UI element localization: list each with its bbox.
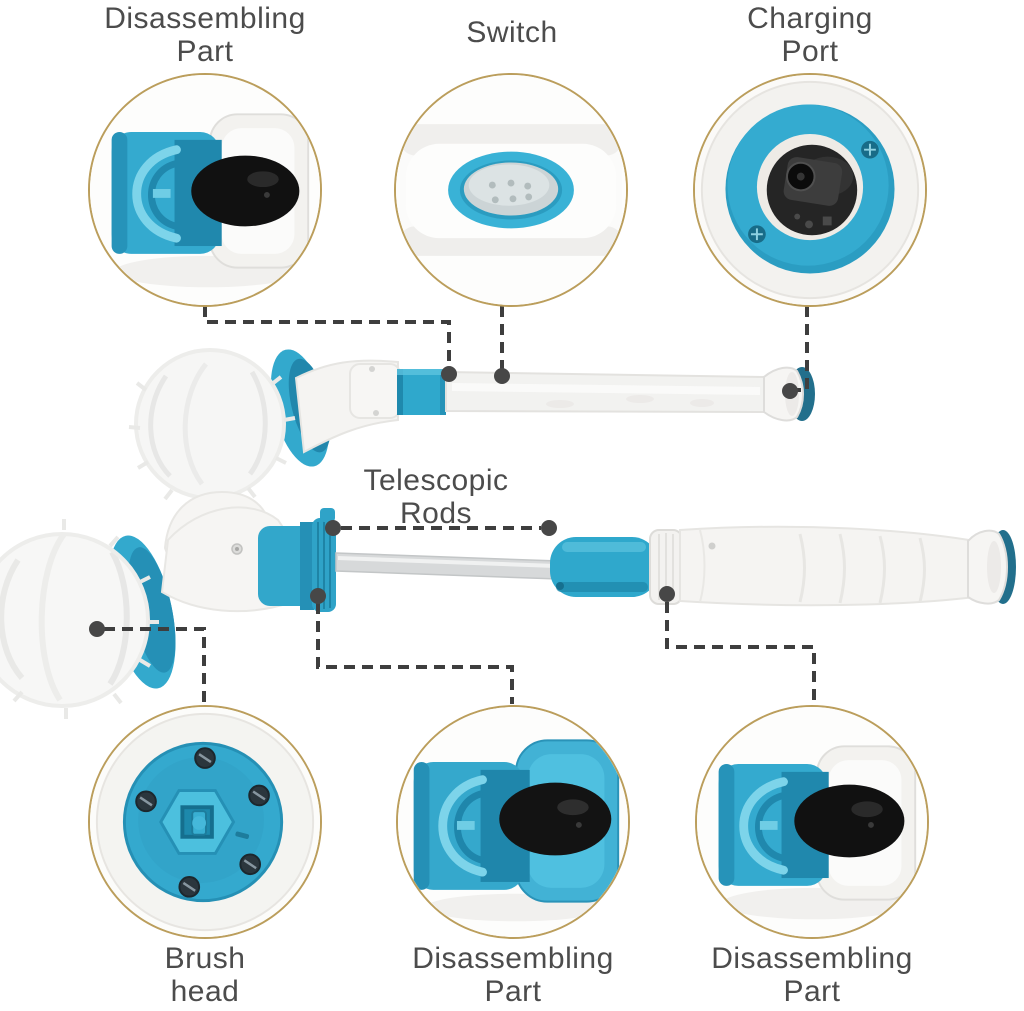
label-line: Brush [164, 942, 246, 975]
label-brush-head: Brush head [165, 942, 246, 1008]
disassembling-part-photo [90, 75, 320, 305]
rod-lock-sleeve [550, 537, 658, 597]
label-line: Disassembling [412, 942, 614, 975]
product-photo-compact [128, 348, 815, 511]
label-line: Charging [747, 2, 873, 35]
label-disassembling-part-top: Disassembling Part [104, 2, 306, 68]
telescopic-metal-rod [335, 552, 559, 580]
label-disassembling-part-bottom-right: Disassembling Part [711, 942, 913, 1008]
product-photo-extended [0, 490, 1016, 719]
label-charging-port: Charging Port [747, 2, 873, 68]
callout-disassembling-part-bottom-center [396, 705, 630, 939]
charging-port-photo [695, 75, 925, 305]
brush-head-photo [90, 707, 320, 937]
disassembling-part-photo [697, 707, 927, 937]
leader-dot [494, 368, 510, 384]
leader-disassembling-top-left [203, 306, 451, 368]
callout-charging-port [693, 73, 927, 307]
label-line: Disassembling [104, 2, 306, 35]
brush-bristles-large [0, 519, 159, 719]
leader-dot [89, 621, 105, 637]
leader-dot [541, 520, 557, 536]
leader-dot [325, 520, 341, 536]
callout-disassembling-part-bottom-right [695, 705, 929, 939]
callout-disassembling-part-top [88, 73, 322, 307]
label-line: Telescopic [363, 464, 509, 497]
label-disassembling-part-bottom-center: Disassembling Part [412, 942, 614, 1008]
leader-dot [310, 588, 326, 604]
label-line: head [170, 975, 240, 1008]
label-line: Part [176, 35, 234, 68]
label-line: Switch [466, 16, 558, 49]
label-line: Disassembling [711, 942, 913, 975]
leader-charging-port [796, 306, 809, 392]
label-line: Rods [399, 497, 473, 530]
label-line: Part [783, 975, 841, 1008]
neck-joint [349, 363, 401, 419]
leader-disassembling-bottom-center [316, 603, 514, 704]
leader-brush-head [104, 627, 206, 704]
charging-end-cap-extended [967, 529, 1016, 605]
label-telescopic-rods: Telescopic Rods [363, 464, 508, 530]
grip-handle [679, 525, 976, 607]
switch-photo [396, 75, 626, 305]
release-collar-teal-band [397, 369, 446, 415]
label-switch: Switch [466, 16, 557, 49]
leader-disassembling-bottom-right [665, 602, 816, 704]
label-line: Part [484, 975, 542, 1008]
leader-dot [441, 366, 457, 382]
callout-switch [394, 73, 628, 307]
disassembling-part-teal-photo [398, 707, 628, 937]
leader-dot [659, 586, 675, 602]
callout-brush-head [88, 705, 322, 939]
label-line: Port [781, 35, 839, 68]
rod-clamp-collar [258, 508, 336, 612]
short-handle-rod [445, 370, 767, 414]
brush-bristles [128, 348, 296, 511]
leader-dot [782, 383, 798, 399]
